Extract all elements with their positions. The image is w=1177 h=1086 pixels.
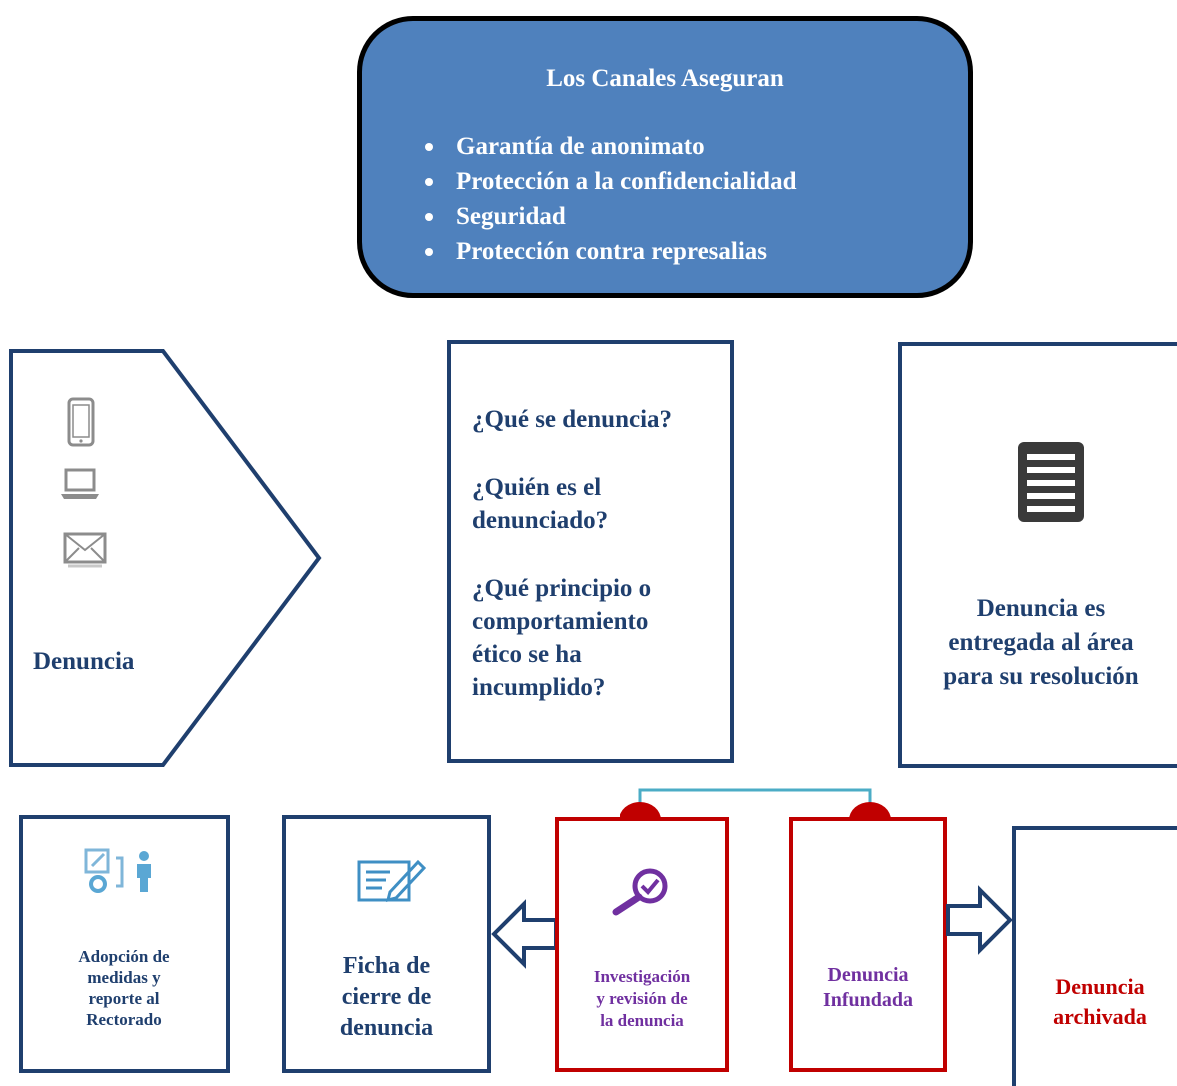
- adoption-line1: Adopción de: [78, 947, 170, 966]
- archived-box: [1012, 826, 1177, 1086]
- magnifier-check-icon: [612, 868, 668, 916]
- adoption-line3: reporte al: [88, 989, 160, 1008]
- adoption-line2: medidas y: [87, 968, 161, 987]
- unfounded-line1: Denuncia: [827, 964, 909, 986]
- delivery-line1: Denuncia es: [976, 595, 1106, 622]
- adoption-line4: Rectorado: [86, 1010, 162, 1029]
- channel-item: Protección contra represalias: [422, 234, 797, 269]
- laptop-icon: [61, 468, 99, 499]
- delivery-box: [898, 342, 1177, 768]
- smartphone-icon: [67, 397, 95, 447]
- form-edit-icon: [357, 859, 427, 903]
- denuncia-label: Denuncia: [33, 648, 135, 675]
- channels-title: Los Canales Aseguran: [546, 65, 784, 92]
- investigation-line1: Investigación: [593, 967, 691, 986]
- question-principle-line2: comportamiento: [472, 608, 649, 635]
- question-principle-line3: ético se ha: [472, 641, 582, 668]
- archived-text: Denuncia archivada: [1030, 972, 1170, 1032]
- denuncia-pentagon: [9, 349, 322, 767]
- left-arrow: [491, 899, 558, 969]
- channel-item: Protección a la confidencialidad: [422, 164, 797, 199]
- delivery-line3: para su resolución: [943, 663, 1139, 690]
- closing-line2: cierre de: [341, 984, 432, 1010]
- channels-box: Los Canales Aseguran Garantía de anonima…: [357, 16, 973, 298]
- question-what: ¿Qué se denuncia?: [472, 406, 673, 433]
- channel-item: Seguridad: [422, 199, 797, 234]
- channel-item: Garantía de anonimato: [422, 129, 797, 164]
- closing-box: [282, 815, 491, 1073]
- closing-text: Ficha de cierre de denuncia: [295, 951, 478, 1044]
- right-arrow: [946, 885, 1013, 955]
- question-who-line2: denunciado?: [472, 507, 609, 534]
- question-principle-line1: ¿Qué principio o: [472, 575, 652, 602]
- investigation-line2: y revisión de: [596, 989, 688, 1008]
- question-who-line1: ¿Quién es el: [472, 474, 602, 501]
- process-person-icon: [84, 848, 151, 893]
- delivery-text: Denuncia es entregada al área para su re…: [908, 592, 1174, 694]
- delivery-line2: entregada al área: [948, 629, 1134, 656]
- closing-line1: Ficha de: [342, 953, 431, 979]
- channels-list: Garantía de anonimato Protección a la co…: [422, 129, 797, 269]
- unfounded-box: [789, 817, 947, 1072]
- adoption-box: [19, 815, 230, 1073]
- envelope-icon: [63, 532, 107, 568]
- questions-box: [447, 340, 734, 763]
- closing-line3: denuncia: [339, 1015, 434, 1041]
- adoption-text: Adopción de medidas y reporte al Rectora…: [38, 946, 210, 1030]
- archived-line2: archivada: [1053, 1004, 1147, 1029]
- investigation-line3: la denuncia: [600, 1011, 684, 1030]
- unfounded-line2: Infundada: [822, 989, 914, 1011]
- investigation-box: [555, 817, 729, 1072]
- investigation-text: Investigación y revisión de la denuncia: [565, 966, 719, 1032]
- archived-line1: Denuncia: [1055, 974, 1145, 999]
- document-icon: [1018, 442, 1084, 522]
- unfounded-text: Denuncia Infundada: [795, 963, 941, 1013]
- question-principle-line4: incumplido?: [472, 674, 606, 701]
